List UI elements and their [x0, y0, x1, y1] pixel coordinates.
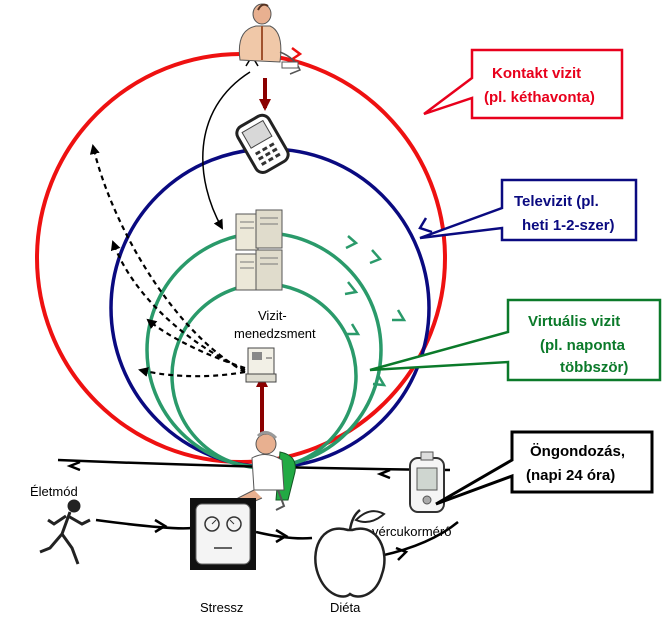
selfcare-title: Öngondozás,: [530, 443, 625, 460]
runner-icon: [39, 499, 91, 565]
televisit-title: Televizit (pl.: [514, 193, 599, 210]
contact-visit-title: Kontakt vizit: [492, 65, 581, 82]
diet-label: Diéta: [330, 600, 361, 615]
circle-arrowheads: [290, 47, 433, 387]
mobile-phone-icon: [235, 113, 290, 174]
server-label-line1: Vizit-: [258, 308, 287, 323]
dashed-alert-arrows: [89, 144, 246, 378]
computer-icon: [245, 347, 277, 383]
doctor-icon: [238, 3, 301, 75]
virtual-visit-title: Virtuális vizit: [528, 313, 620, 330]
virtual-visit-frequency-2: többször): [560, 359, 628, 376]
virtual-visit-frequency: (pl. naponta: [540, 337, 626, 354]
virtual-visit-callout: Virtuális vizit (pl. naponta többször): [369, 298, 662, 382]
glucometer-icon: [409, 451, 445, 513]
contact-visit-callout: Kontakt vizit (pl. kéthavonta): [423, 48, 624, 120]
lifestyle-label: Életmód: [30, 484, 78, 499]
selfcare-arc: [57, 458, 451, 472]
glucometer-label: vércukormérő: [372, 524, 451, 539]
stress-label: Stressz: [200, 600, 243, 615]
contact-visit-frequency: (pl. kéthavonta): [484, 89, 595, 106]
selfcare-frequency: (napi 24 óra): [526, 467, 615, 484]
lifestyle-flow-arc: [95, 518, 193, 530]
server-label-line2: menedzsment: [234, 326, 316, 341]
apple-icon: [314, 509, 386, 598]
server-icon: [235, 209, 283, 291]
selfcare-callout: Öngondozás, (napi 24 óra): [435, 430, 654, 506]
televisit-frequency: heti 1-2-szer): [522, 217, 615, 234]
televisit-callout: Televizit (pl. heti 1-2-szer): [419, 178, 638, 242]
doctor-server-link: [202, 71, 251, 230]
stress-face-icon: [190, 498, 256, 570]
